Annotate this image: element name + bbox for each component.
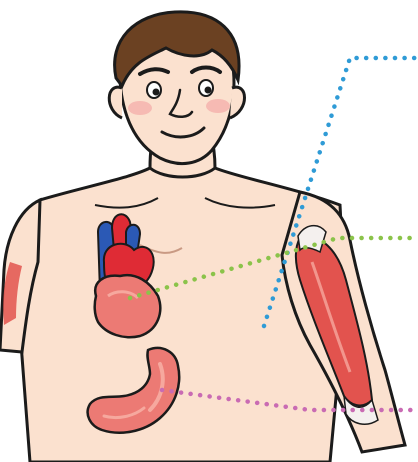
right-cheek [206, 99, 230, 113]
liver-shape [95, 275, 161, 337]
head [109, 12, 244, 164]
liver-organ [95, 275, 161, 337]
left-ear [109, 87, 122, 118]
biceps-tendon-top [298, 226, 326, 252]
right-pupil [205, 87, 212, 94]
right-ear [230, 87, 245, 118]
left-cheek [128, 101, 152, 115]
left-pupil [153, 89, 160, 96]
